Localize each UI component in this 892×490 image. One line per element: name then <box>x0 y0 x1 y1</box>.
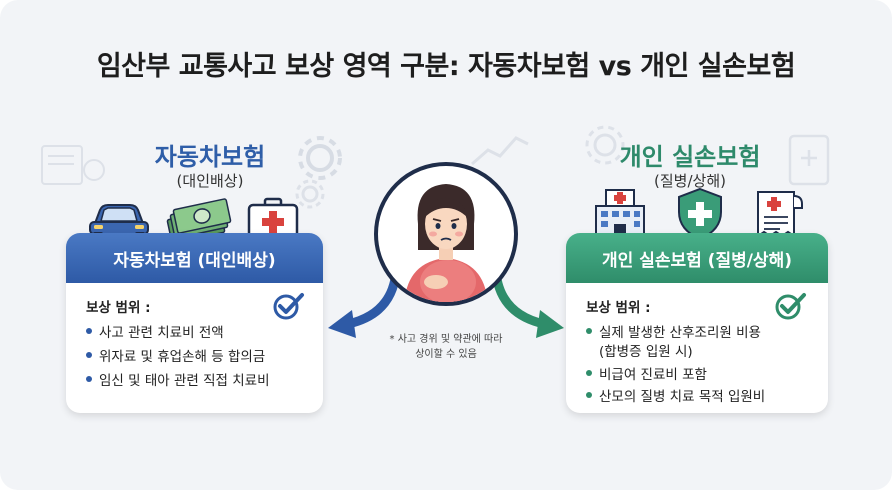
bullet-icon <box>586 370 592 376</box>
bullet-icon <box>86 376 92 382</box>
auto-insurance-subtitle: (대인배상) <box>176 172 244 190</box>
bullet-icon <box>586 392 592 398</box>
page-title: 임산부 교통사고 보상 영역 구분: 자동차보험 vs 개인 실손보험 <box>96 51 796 82</box>
disclaimer-line-1: * 사고 경위 및 약관에 따라 <box>389 334 503 345</box>
bullet-icon <box>86 352 92 358</box>
check-icon <box>775 293 806 320</box>
pregnant-woman-icon <box>374 162 518 306</box>
personal-insurance-title: 개인 실손보험 <box>619 143 761 171</box>
personal-insurance-subtitle: (질병/상해) <box>654 172 726 190</box>
list-item-continuation: (합병증 입원 시) <box>599 344 693 360</box>
gear-icon <box>585 125 625 165</box>
first-aid-kit-icon <box>247 197 299 241</box>
check-icon <box>273 293 304 320</box>
list-item: 산모의 질병 치료 목적 입원비 <box>586 385 765 405</box>
auto-insurance-card-header: 자동차보험 (대인배상) <box>66 233 323 283</box>
list-item: 위자료 및 휴업손해 등 합의금 <box>86 345 265 365</box>
gear-icon <box>298 136 342 180</box>
list-item: 사고 관련 치료비 전액 <box>86 321 224 341</box>
list-item: 실제 발생한 산후조리원 비용 <box>586 321 761 341</box>
list-item: 비급여 진료비 포함 <box>586 363 707 383</box>
disclaimer-note: * 사고 경위 및 약관에 따라 상이할 수 있음 <box>360 332 532 362</box>
money-icon <box>166 198 232 242</box>
gear-icon <box>295 179 325 209</box>
auto-insurance-title: 자동차보험 <box>154 143 266 171</box>
shield-cross-icon <box>678 187 722 241</box>
chart-line-icon <box>471 136 529 166</box>
clipboard-icon <box>788 134 830 186</box>
personal-insurance-card-header: 개인 실손보험 (질병/상해) <box>566 233 828 283</box>
auto-insurance-card: 자동차보험 (대인배상) 보상 범위 : 사고 관련 치료비 전액 위자료 및 … <box>66 233 323 413</box>
disclaimer-line-2: 상이할 수 있음 <box>415 349 477 360</box>
personal-insurance-card: 개인 실손보험 (질병/상해) 보상 범위 : 실제 발생한 산후조리원 비용 … <box>566 233 828 413</box>
bullet-icon <box>586 328 592 334</box>
auto-insurance-scope-label: 보상 범위 : <box>86 300 151 316</box>
list-item: 임신 및 태아 관련 직접 치료비 <box>86 369 270 389</box>
document-icon <box>41 145 105 185</box>
bullet-icon <box>86 328 92 334</box>
personal-insurance-scope-label: 보상 범위 : <box>586 300 651 316</box>
